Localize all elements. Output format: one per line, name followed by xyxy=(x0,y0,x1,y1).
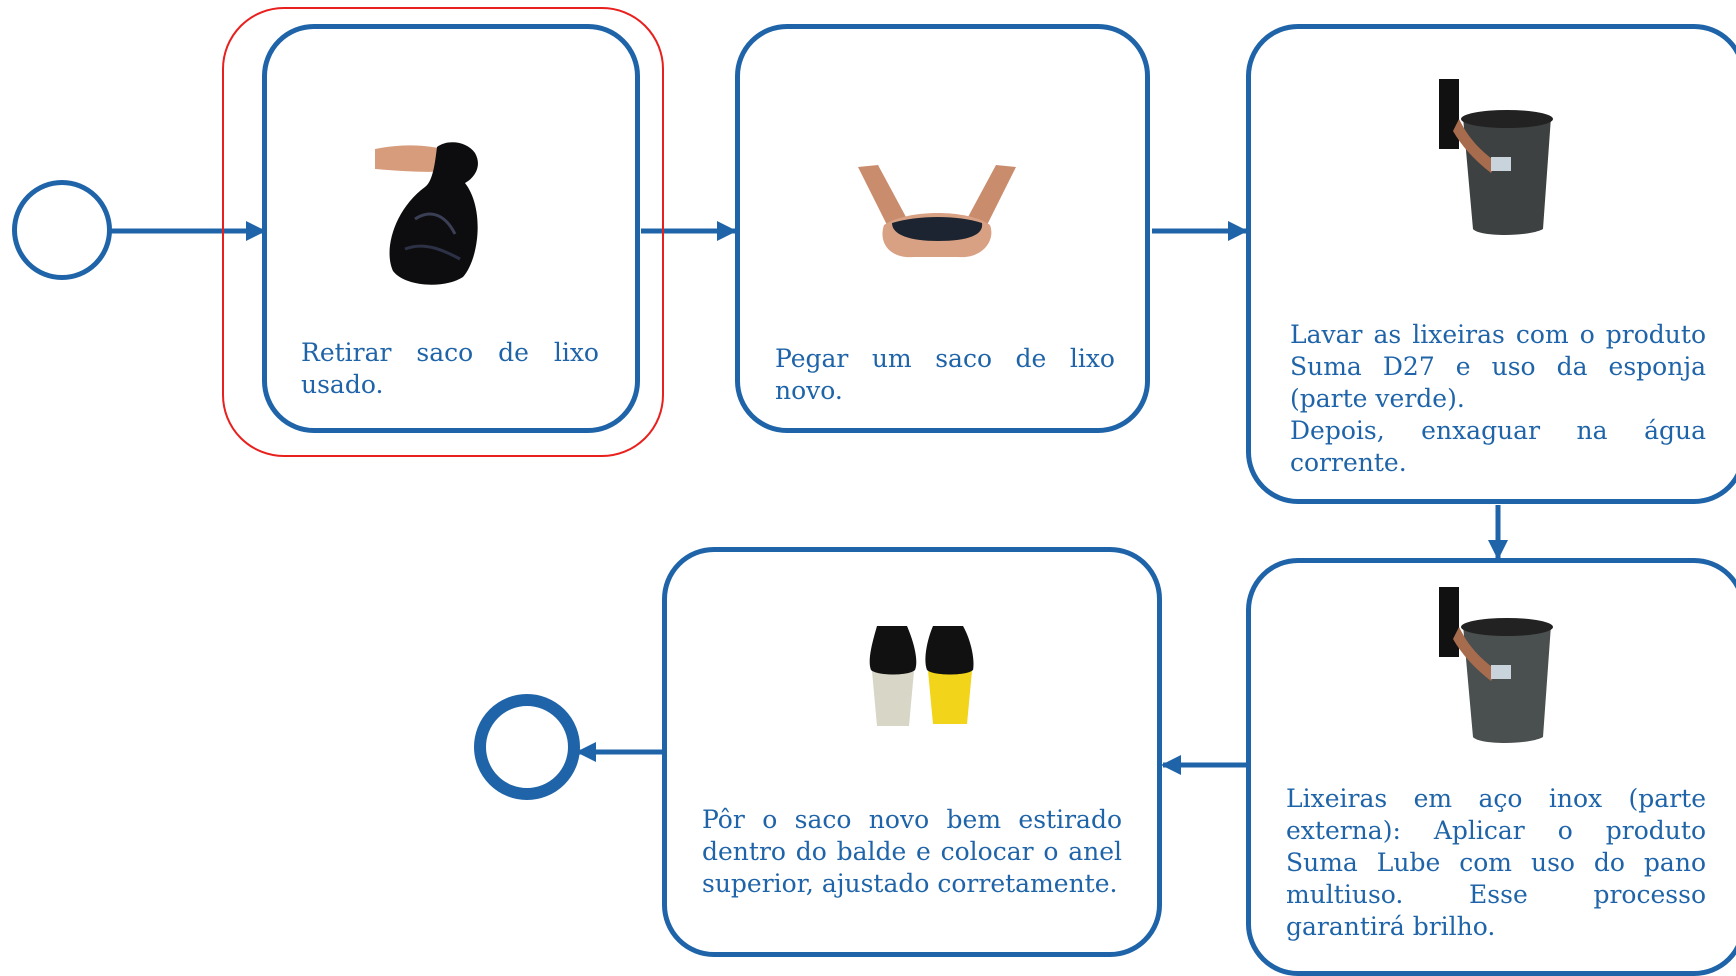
hand-wiping-steel-bin-icon xyxy=(1439,587,1553,743)
task-label: Pôr o saco novo bem estirado dentro do b… xyxy=(702,805,1122,898)
task-label: Pegar um saco de lixo novo. xyxy=(775,344,1115,405)
task-lixeiras-inox[interactable]: Lixeiras em aço inox (parte externa): Ap… xyxy=(1246,558,1736,976)
task-label: Lavar as lixeiras com o produto Suma D27… xyxy=(1290,320,1706,477)
task-pegar-saco[interactable]: Pegar um saco de lixo novo. xyxy=(735,24,1150,433)
hand-washing-trash-bin-icon xyxy=(1439,79,1553,235)
task-retirar-saco[interactable]: Retirar saco de lixo usado. xyxy=(262,24,640,433)
selection-highlight xyxy=(222,7,664,457)
two-bins-with-bags-icon xyxy=(869,626,974,726)
hand-holding-trash-bag-icon xyxy=(375,142,478,285)
task-por-saco[interactable]: Pôr o saco novo bem estirado dentro do b… xyxy=(662,547,1162,957)
task-label: Lixeiras em aço inox (parte externa): Ap… xyxy=(1286,784,1706,941)
task-label: Retirar saco de lixo usado. xyxy=(301,338,599,399)
end-event[interactable] xyxy=(474,694,580,800)
task-lavar-lixeiras[interactable]: Lavar as lixeiras com o produto Suma D27… xyxy=(1246,24,1736,504)
start-event[interactable] xyxy=(12,180,112,280)
hands-holding-folded-bag-icon xyxy=(858,165,1016,258)
